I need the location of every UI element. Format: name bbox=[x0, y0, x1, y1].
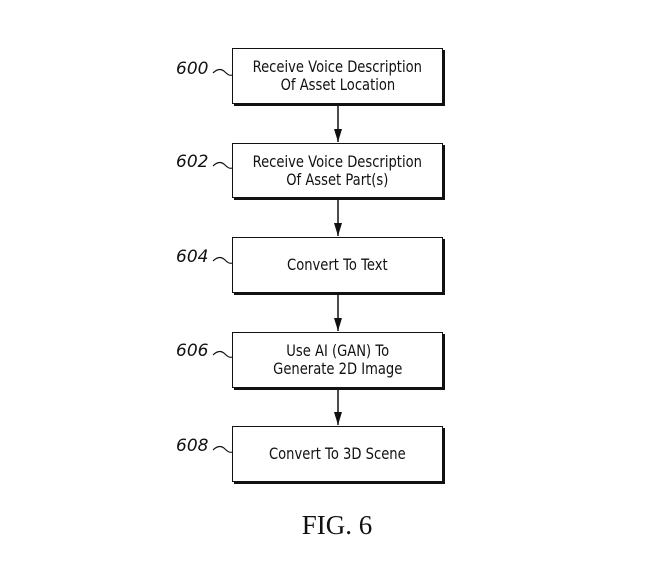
step-text-line: Receive Voice Description bbox=[252, 57, 423, 76]
step-text-line: Receive Voice Description bbox=[252, 151, 423, 171]
leader-600 bbox=[212, 68, 233, 76]
step-text-line: Of Asset Location bbox=[280, 75, 395, 94]
step-box-convert-text: Convert To Text bbox=[232, 237, 443, 293]
leader-602 bbox=[212, 161, 233, 169]
arrowhead-606-to-608 bbox=[334, 412, 342, 425]
ref-label-606: 606 bbox=[176, 341, 209, 361]
step-text-line: Generate 2D Image bbox=[272, 359, 403, 378]
leader-604 bbox=[212, 256, 233, 264]
step-box-receive-parts: Receive Voice Description Of Asset Part(… bbox=[232, 143, 443, 198]
figure-caption: FIG. 6 bbox=[301, 510, 373, 540]
ref-label-604: 604 bbox=[176, 247, 209, 267]
step-text-line: Convert To 3D Scene bbox=[269, 444, 406, 463]
ref-label-602: 602 bbox=[176, 152, 209, 172]
leader-606 bbox=[212, 350, 233, 358]
ref-label-600: 600 bbox=[176, 59, 209, 79]
step-text-line: Convert To Text bbox=[287, 255, 388, 274]
step-box-gan-2d-image: Use AI (GAN) To Generate 2D Image bbox=[232, 332, 443, 388]
step-text-line: Of Asset Part(s) bbox=[286, 169, 389, 189]
step-text-line: Use AI (GAN) To bbox=[286, 341, 389, 360]
step-box-convert-3d-scene: Convert To 3D Scene bbox=[232, 426, 443, 482]
arrowhead-602-to-604 bbox=[334, 223, 342, 236]
arrowhead-600-to-602 bbox=[334, 129, 342, 142]
ref-label-608: 608 bbox=[176, 436, 209, 456]
leader-608 bbox=[212, 445, 233, 453]
arrowhead-604-to-606 bbox=[334, 318, 342, 331]
step-box-receive-location: Receive Voice Description Of Asset Locat… bbox=[232, 48, 443, 104]
